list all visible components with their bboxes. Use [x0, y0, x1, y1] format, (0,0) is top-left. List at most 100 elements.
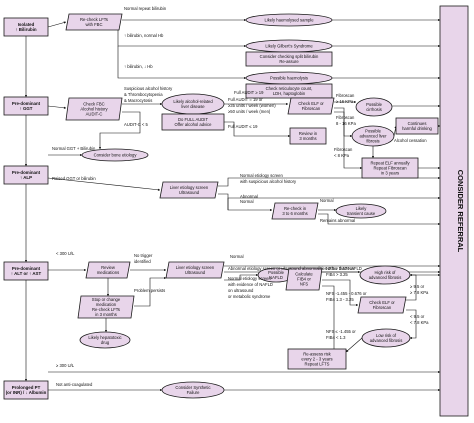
label-no-trigger: No trigger [134, 253, 153, 258]
cat-ggt-line: ↑ GGT [20, 106, 33, 111]
label-full-audit-lt19: Full AUDIT ≤ 19 [228, 124, 258, 129]
bone-node: Consider bone etiology [81, 148, 149, 162]
connector [47, 177, 161, 191]
low-risk-line: Low risk of [376, 333, 397, 338]
cat-pt-inr-line: (or INR) / ↓ Albumin [6, 390, 47, 395]
alcohol-disease-line: Likely alcohol-related [173, 99, 213, 104]
reticulocyte-shape [245, 83, 333, 99]
screen-us-alp-line: Liver etiology screen [170, 185, 209, 190]
label-fibroscan-8: Fibroscan [336, 115, 355, 120]
check-elf2-shape [357, 296, 407, 314]
label-bili-normal-hb: ↑ bilirubin, normal Hb [124, 33, 164, 38]
haemolysis-line: Possible haemolysis [270, 75, 308, 80]
label-metabolic: or metabolic syndrome [228, 294, 271, 299]
recheck-fbc-line: Re-check LFTs [80, 17, 108, 22]
label-bili-low-hb: ↑ bilirubin, ↓ Hb [124, 64, 153, 69]
recheck-fbc-shape [65, 13, 123, 31]
high-risk-line: High risk of [375, 270, 397, 275]
hepatotoxic-line: Likely hepatotoxic [88, 335, 121, 340]
label-evidence-nafld: with evidence of NAFLD [228, 282, 273, 287]
stop-meds-line: in 3 months [95, 312, 117, 317]
connector [98, 111, 141, 150]
label-nfs-gt: NFS ≥ 0.676 or [326, 266, 355, 271]
screen-us-alp-shape [159, 181, 219, 199]
split-bili-line: Consider checking split bilirubin [260, 54, 319, 59]
repeat-elf-line: Repeat Fibroscan [373, 165, 407, 170]
label-fib4-mid: FIB4 1.3 - 3.25 [326, 297, 354, 302]
stop-meds-line: medication [96, 302, 117, 307]
full-audit-line: Offer alcohol advice [175, 122, 213, 127]
reassess-line: Re-assess risk [303, 351, 331, 356]
label-units-wk-f: ≥35 units / week (women) [228, 103, 276, 108]
check-elf2-line: Fibroscan [373, 305, 392, 310]
haemolysed-shape [245, 13, 333, 27]
check-fbc-ggt-shape [65, 97, 123, 121]
cat-alp: Pre-dominant↑ ALP [3, 165, 49, 185]
connector [47, 105, 67, 109]
label-nfs-lt: NFS ≤ -1.455 or [326, 329, 356, 334]
synthetic-line: Consider Synthetic [175, 385, 210, 390]
recheck-3-6-shape [271, 202, 319, 220]
full-audit-shape [161, 113, 225, 131]
cat-bilirubin-box [3, 17, 49, 37]
label-on-ultrasound: on ultrasound [228, 288, 254, 293]
reticulocyte-line: Check reticulocyte count, [266, 86, 313, 91]
bone-shape [81, 148, 149, 162]
check-elf-line: Fibroscan [302, 106, 321, 111]
label-abnormal-a: Abnormal [240, 194, 258, 199]
cat-bilirubin-line: ↑ Bilirubin [15, 27, 37, 32]
review-meds-line: Review [101, 265, 116, 270]
label-alcohol-cessation: Alcohol cessation [394, 138, 427, 143]
label-kpa-16: ≥ 16 KPa [336, 99, 354, 104]
cirrhosis-shape [355, 97, 393, 117]
hepatotoxic-shape [79, 331, 131, 349]
haemolysed-node: Likely haemolysed sample [245, 13, 333, 27]
label-fib4-gt: FIB4 > 3.25 [326, 272, 348, 277]
reassess-line: Repeat LFTS [305, 361, 330, 366]
cat-alt-ast-line: Pre-dominant [12, 266, 41, 271]
stop-meds-shape [77, 295, 135, 319]
check-fbc-ggt-line: Alcohol history [80, 106, 108, 111]
label-kpa-lt: < 7.8 KPa [410, 320, 429, 325]
adv-fibrosis-a-line: advanced liver [359, 133, 387, 138]
cat-alp-box [3, 165, 49, 185]
label-not-anticoag: Not anti-coagulated [56, 382, 93, 387]
haemolysis-node: Possible haemolysis [245, 71, 333, 85]
label-normal-c: Normal [230, 254, 244, 259]
transient-shape [335, 203, 387, 219]
label-normal-b: Normal [320, 198, 334, 203]
label-normal-repeat-bili: Normal repeat bilirubin [124, 6, 167, 11]
adv-fibrosis-a-line: fibrosis [366, 138, 379, 143]
cat-ggt-line: Pre-dominant [12, 101, 41, 106]
label-fibroscan-lt8: Fibroscan [334, 147, 353, 152]
screen-us-alt-line: Liver etiology screen [176, 265, 215, 270]
cat-bilirubin: Isolated↑ Bilirubin [3, 17, 49, 37]
label-normal-ggt-bili: Normal GGT + Bilirubin [52, 146, 96, 151]
full-audit-line: Do FULL AUDIT [178, 117, 209, 122]
adv-fibrosis-a-line: Possible [365, 128, 381, 133]
review-3m-line: Review in [299, 131, 318, 136]
label-susp-alcohol-2: with suspicious alcohol history [240, 179, 297, 184]
reticulocyte-line: LDH, haptoglobin [273, 91, 306, 96]
consider-referral-bar: CONSIDER REFERRAL [439, 5, 469, 417]
recheck-3-6-node: Re-check in3 to 6 months [271, 202, 319, 220]
cirrhosis-line: cirrhosis [366, 107, 382, 112]
cat-pt-inr: Prolonged PT(or INR) / ↓ Albumin [3, 380, 49, 400]
cat-ggt: Pre-dominant↑ GGT [3, 96, 49, 116]
label-elf-lt: < 9.5 or [410, 314, 425, 319]
